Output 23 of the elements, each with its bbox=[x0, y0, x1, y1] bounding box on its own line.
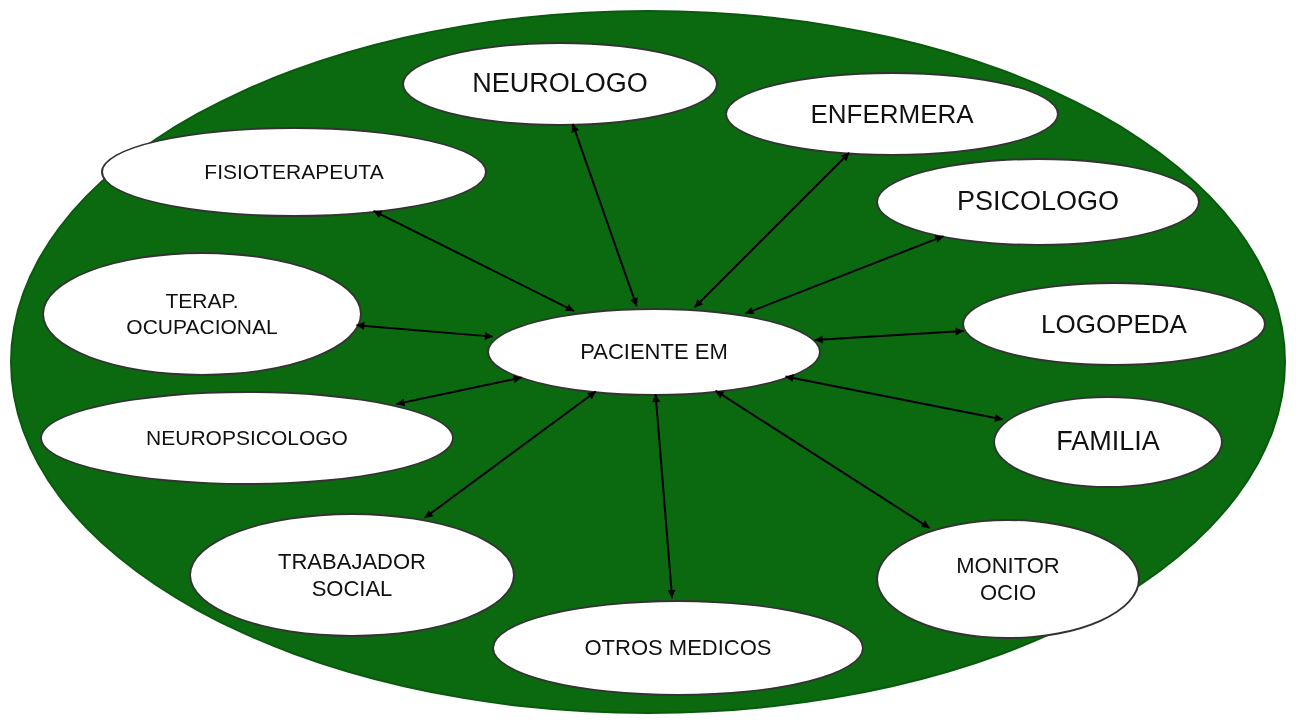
node-label: PACIENTE EM bbox=[580, 338, 728, 366]
double-arrow bbox=[355, 321, 494, 340]
node-label: LOGOPEDA bbox=[1041, 307, 1187, 341]
node-label: NEUROLOGO bbox=[472, 67, 648, 101]
double-arrow bbox=[372, 209, 576, 313]
double-arrow bbox=[693, 151, 851, 309]
double-arrow bbox=[744, 235, 945, 315]
node-label: MONITOR OCIO bbox=[955, 551, 1061, 607]
node-label: OTROS MEDICOS bbox=[584, 634, 772, 662]
double-arrow bbox=[423, 390, 597, 519]
double-arrow bbox=[813, 327, 965, 344]
double-arrow bbox=[784, 374, 1004, 422]
node-label: ENFERMERA bbox=[810, 97, 974, 131]
node-label: PSICOLOGO bbox=[956, 185, 1119, 219]
node-label: TERAP. OCUPACIONAL bbox=[125, 287, 279, 340]
node-label: TRABAJADOR SOCIAL bbox=[277, 547, 427, 603]
double-arrow bbox=[571, 122, 638, 308]
node-label: FISIOTERAPEUTA bbox=[204, 158, 384, 185]
double-arrow bbox=[652, 393, 676, 599]
node-label: FAMILIA bbox=[1056, 425, 1160, 459]
double-arrow bbox=[714, 389, 931, 530]
double-arrow bbox=[395, 375, 523, 407]
node-label: NEUROPSICOLOGO bbox=[146, 424, 348, 451]
